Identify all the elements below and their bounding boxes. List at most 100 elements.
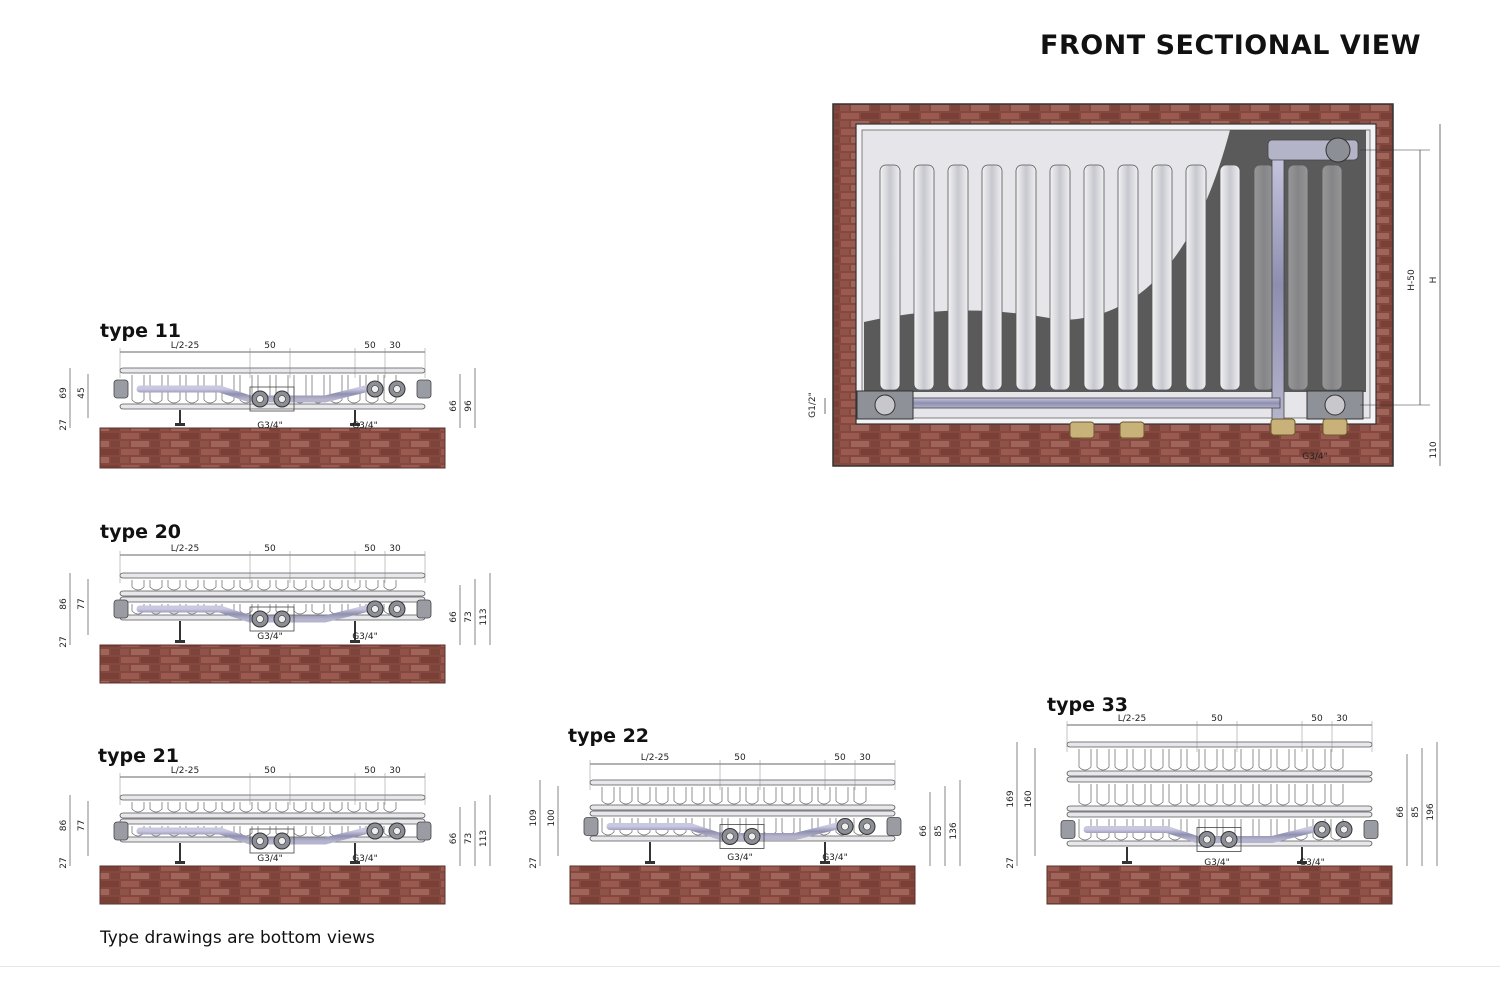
convector-fin: [1186, 784, 1200, 806]
radiator-fin: [1015, 164, 1037, 391]
dim-label-50: 50: [734, 753, 746, 763]
right-dim-0: 66: [449, 611, 459, 623]
convector-fin: [293, 604, 307, 615]
bracket-foot: [820, 861, 830, 864]
panel-top-plate: [119, 818, 426, 825]
convector-fin: [727, 787, 741, 805]
valve-core: [393, 385, 401, 393]
brass-connector: [1322, 418, 1348, 436]
right-dim-2: 136: [949, 822, 959, 839]
convector-fin: [1186, 749, 1200, 771]
convector-fin: [293, 826, 307, 837]
left-end-cap: [583, 817, 599, 836]
convector-fin: [1294, 784, 1308, 806]
valve-core: [371, 605, 379, 613]
convector-fin: [347, 802, 361, 813]
convector-fin: [311, 580, 325, 591]
valve-core: [371, 827, 379, 835]
convector-fin: [383, 580, 397, 591]
convector-fin: [221, 375, 235, 404]
dim-label-l-half: L/2-25: [171, 766, 199, 776]
right-dim-1: 85: [1411, 806, 1421, 817]
right-dim-2: 196: [1426, 803, 1436, 820]
dim-label-g34: G3/4": [1302, 452, 1328, 462]
valve-core: [1318, 825, 1326, 834]
right-dim-0: 66: [449, 400, 459, 412]
convector-fin: [221, 802, 235, 813]
left-dim-outer: 69: [59, 387, 69, 399]
convector-fin: [709, 787, 723, 805]
right-end-cap: [416, 379, 432, 399]
convector-fin: [149, 802, 163, 813]
convector-fin: [1096, 784, 1110, 806]
left-dim-inner: 77: [77, 820, 87, 831]
dim-label-l-half: L/2-25: [171, 341, 199, 351]
dim-label-30: 30: [389, 766, 401, 776]
dim-label-g-half: G1/2": [808, 392, 818, 418]
convector-fin: [347, 375, 361, 404]
dim-label-50b: 50: [364, 544, 376, 554]
corner-valve: [874, 394, 896, 416]
bottom-pipe: [879, 397, 1281, 409]
left-dim-floor: 27: [59, 636, 69, 647]
dim-label-110: 110: [1429, 441, 1439, 458]
brick-floor: [1046, 865, 1393, 905]
convector-fin: [781, 818, 795, 836]
dim-label-50b: 50: [834, 753, 846, 763]
convector-fin: [185, 802, 199, 813]
convector-fin: [1132, 819, 1146, 841]
dim-label-l-half: L/2-25: [641, 753, 669, 763]
bracket-foot: [350, 640, 360, 643]
convector-fin: [167, 580, 181, 591]
convector-fin: [1204, 784, 1218, 806]
convector-fin: [365, 580, 379, 591]
dim-label-50: 50: [264, 341, 276, 351]
convector-fin: [131, 580, 145, 591]
convector-fin: [601, 818, 615, 836]
right-dim-0: 66: [919, 825, 929, 837]
radiator-fin: [1253, 164, 1275, 391]
valve-core: [841, 822, 849, 831]
convector-fin: [1114, 784, 1128, 806]
convector-fin: [1312, 784, 1326, 806]
convector-fin: [1150, 784, 1164, 806]
g34-label-1: G3/4": [257, 421, 283, 431]
dim-label-30: 30: [389, 544, 401, 554]
right-dim-1: 96: [464, 400, 474, 412]
convector-fin: [1132, 784, 1146, 806]
valve-block: [249, 606, 295, 632]
g34-label-1: G3/4": [257, 854, 283, 864]
radiator-fin: [981, 164, 1003, 391]
convector-fin: [329, 802, 343, 813]
valve-core: [726, 832, 734, 841]
right-dim-0: 66: [449, 833, 459, 845]
dim-label-h-minus-50: H-50: [1407, 269, 1417, 291]
convector-fin: [293, 580, 307, 591]
panel-top-plate: [589, 779, 896, 786]
convector-fin: [1168, 749, 1182, 771]
valve-block: [249, 828, 295, 854]
left-dim-inner: 100: [547, 809, 557, 826]
bracket-foot: [645, 861, 655, 864]
brick-floor: [99, 644, 446, 684]
convector-fin: [167, 375, 181, 404]
convector-fin: [257, 802, 271, 813]
radiator-fin: [1219, 164, 1241, 391]
bracket-foot: [1122, 861, 1132, 864]
radiator-fin: [1049, 164, 1071, 391]
convector-fin: [817, 787, 831, 805]
convector-fin: [1276, 784, 1290, 806]
convector-fin: [655, 818, 669, 836]
valve-block: [249, 386, 295, 412]
panel-bottom-plate: [119, 590, 426, 597]
convector-fin: [203, 375, 217, 404]
g34-label-2: G3/4": [352, 421, 378, 431]
dim-label-l-half: L/2-25: [171, 544, 199, 554]
valve-core: [1225, 835, 1233, 844]
convector-fin: [637, 818, 651, 836]
panel-top-plate: [1066, 741, 1373, 748]
dim-label-30: 30: [1336, 714, 1348, 724]
valve-core: [1340, 825, 1348, 834]
dim-label-30: 30: [859, 753, 871, 763]
